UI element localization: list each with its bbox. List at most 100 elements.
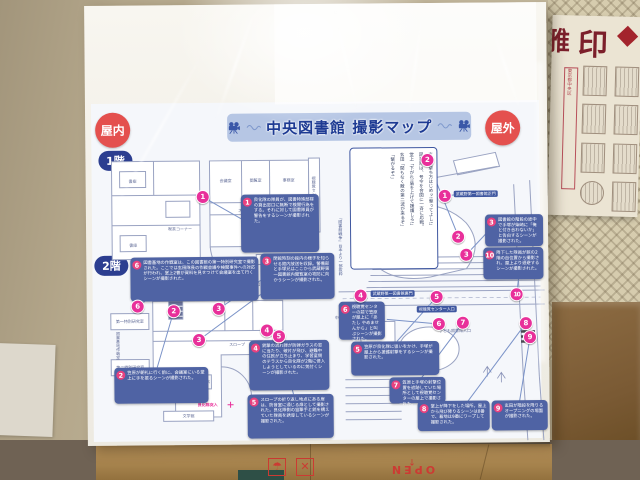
map-marker-out-6: 6 [431, 316, 446, 332]
plastic-sheet-highlight [274, 2, 537, 105]
map-marker-out-9: 9 [522, 330, 538, 345]
indoor-badge: 屋内 [95, 112, 131, 148]
map-marker-out-4: 4 [353, 288, 368, 303]
annotation-number: 10 [485, 250, 495, 260]
map-marker-2f-6: 6 [130, 299, 145, 314]
title-bar: 中央図書館 撮影マップ [227, 111, 472, 142]
outdoor-annotation-8: 8 堂上が降下をした場所。屋上から飛び降りるシーンは8番で、着地は9番にワープし… [417, 400, 490, 432]
annotation-number: 6 [340, 304, 350, 314]
map-marker-2f-5: 5 [271, 329, 287, 344]
stamp-cell [582, 65, 608, 97]
map-marker-1f-1: 1 [195, 189, 210, 205]
annotation-text: 笠原が朝礼に行く前に、会議室にいる堂上に手を振るシーンが撮影された。 [127, 369, 205, 382]
photomap-poster: 屋内 屋外 中央図書館 撮影マップ 1階 2階 [84, 0, 550, 447]
plan-room-label: 文学館 [182, 413, 195, 419]
floor2-annotation-3: 3 閉館時刻の館内の様子を知らせる館内放送を収録。警備部と手塚兄はここから武蔵野… [260, 252, 335, 300]
annotation-text: 視聴覚センターの前で笠原が屋上に「あたし やめませんから」と叫ぶシーンが撮影され… [351, 304, 382, 342]
cardboard-box-center [96, 444, 552, 480]
stamp-cell-oval [579, 180, 605, 206]
flourish-left [246, 124, 261, 131]
teal-object [238, 470, 284, 480]
script-line: 「繋がるぞ!」 [389, 152, 395, 182]
seal-diamond [616, 25, 639, 47]
map-marker-2f-2: 2 [166, 304, 181, 319]
floor2-annotation-5: 5 スロープの折り返し地点にある扉は、防音室に通じる扉として撮影された。良化隊側… [247, 393, 334, 439]
annotation-text: 図書基地の作戦室は、この図書館の第一特別研究室で撮影された。ここでは玄田隊長の作… [143, 259, 256, 282]
script-line: 堂上「下がれ!盾を上げて援護しろ!」 [408, 152, 415, 228]
floor2-annotation-4: 4 銃撃の流れ弾が防弾ガラスの窓に当たり、破片が飛び、避難中の住民が立ち止まり、… [249, 339, 330, 391]
floor2-annotation-6: 6 図書基地の作戦室は、この図書館の第一特別研究室で撮影された。ここでは玄田隊長… [130, 256, 259, 302]
stamp-cell [611, 181, 637, 212]
annotation-text: 玄田が階段を降りるオープニングの場面が撮影された。 [504, 403, 544, 420]
script-line: 玄田「間もなく敵の第二波が来るぞ」 [398, 152, 405, 229]
paper-scrap [0, 343, 56, 437]
gate-rear-label: 武蔵野第一図書館裏門 [370, 290, 415, 298]
camera-icon-left [228, 122, 240, 134]
plan-room-label: 書庫 [129, 243, 138, 248]
annotation-number: 5 [249, 397, 259, 407]
poster-title: 中央図書館 撮影マップ [265, 117, 433, 137]
floor2-annotation-2: 2 笠原が朝礼に行く前に、会議室にいる堂上に手を振るシーンが撮影された。 [114, 366, 209, 404]
outdoor-annotation-5: 5 笠原が良化隊に狙いをかけ、手塚が屋上から援護射撃をするシーンが撮影された。 [351, 340, 440, 376]
stamp-cell [613, 104, 639, 136]
flourish-right [437, 123, 453, 129]
annotation-number: 5 [353, 344, 363, 354]
seal-address-text: 東京都中央区 [566, 68, 572, 96]
outdoor-annotation-6: 6 視聴覚センターの前で笠原が屋上に「あたし やめませんから」と叫ぶシーンが撮影… [338, 301, 386, 342]
outdoor-annotation-7: 7 笠原と手塚の射撃位置を追跡していた場所として視聴覚センターの屋上で撮影された… [389, 376, 446, 407]
umbrella-icon: ☂ [268, 458, 286, 476]
script-lines: 玄田「撃ち方はじめッ!撃ってよし!」 図書隊は、号令を合図に一斉に応戦。 堂上「… [353, 152, 434, 265]
script-caption: 『図書館戦争』台本より一部抜粋 [337, 215, 343, 276]
map-marker-out-5: 5 [429, 289, 444, 305]
annotation-number: 6 [132, 260, 142, 270]
annotation-number: 4 [251, 343, 261, 353]
annotation-text: 良化隊の隊員が、図書特殊部隊の貸出窓口に無断で検閲行為をする。それに対して図書隊… [253, 197, 315, 225]
open-arrow-icon: ↑ [408, 456, 416, 466]
outdoor-annotation-9: 9 玄田が階段を降りるオープニングの場面が撮影された。 [491, 399, 548, 431]
annotation-number: 2 [116, 370, 126, 380]
annotation-text: 堂上が降下をした場所。屋上から飛び降りるシーンは8番で、着地は9番にワープして撮… [430, 403, 487, 426]
plan-room-label: 書庫 [128, 179, 137, 184]
script-line: 図書隊は、号令を合図に一斉に応戦。 [417, 152, 424, 229]
script-line: 玄田「撃ち方はじめッ!撃ってよし!」 [427, 151, 434, 228]
plan-room-label: 閲覧室 [249, 178, 262, 183]
annotation-number: 8 [419, 404, 429, 414]
map-marker-out-10: 10 [509, 287, 524, 302]
annotation-number: 3 [486, 217, 497, 227]
outdoor-badge: 屋外 [485, 110, 521, 146]
map-marker-out-8: 8 [518, 316, 533, 331]
script-marker-2: 2 [420, 152, 435, 168]
fragile-icon: ✕ [296, 458, 314, 476]
outdoor-annotation-3: 3 図書館の階段の途中で手塚が柴崎に「俺と付き合わないか」と告白するシーンが撮影… [484, 214, 544, 247]
map-marker-out-1: 1 [437, 188, 452, 203]
map-marker-2f-3b: 3 [191, 332, 207, 348]
seal-heading: 印 [577, 27, 609, 64]
annotation-text: 閉館時刻の館内の様子を知らせる館内放送を収録。警備部と手塚兄はここから武蔵野第一… [273, 255, 330, 283]
annotation-number: 1 [242, 197, 252, 207]
map-marker-out-7: 7 [455, 315, 470, 330]
seal-heading-row: 雅 印 [547, 19, 640, 63]
annotation-number: 7 [391, 380, 401, 390]
plan-room-label: 事務室 [282, 177, 295, 183]
gate-front-label: 武蔵野第一図書館正門 [453, 190, 498, 198]
map-marker-out-3: 3 [459, 247, 474, 262]
seal-address-strip: 東京都中央区 [561, 67, 579, 190]
annotation-text: スロープの折り返し地点にある扉は、防音室に通じる扉として撮影された。良化隊側の狙… [260, 396, 330, 424]
plan-room-label: 図書基地作戦室 [115, 331, 121, 360]
plan-room-label: 会議室 [219, 178, 232, 184]
open-label-group: OPEN ↑ [352, 446, 472, 476]
seal-wall-poster: 雅 印 東京都中央区 [547, 14, 640, 218]
box-fold-line [310, 444, 311, 480]
plan-room-label: スロープ [229, 342, 245, 348]
floor1-annotation: 1 良化隊の隊員が、図書特殊部隊の貸出窓口に無断で検閲行為をする。それに対して図… [240, 193, 320, 253]
entrance-av-label: 視聴覚センター入口 [416, 305, 457, 313]
plan-room-label: 喫茶コーナー [168, 226, 193, 232]
outdoor-annotation-10: 10 降下した隊員が館の2階の自位置から撮影され、屋上より退避するシーンが撮影さ… [483, 247, 544, 280]
map-marker-out-2: 2 [451, 229, 466, 244]
stamp-cell [614, 66, 640, 98]
stamp-cell [612, 142, 638, 174]
camera-icon-right [459, 120, 471, 132]
box-fold-line [479, 444, 490, 480]
plan-room-label: 第一特別研究室 [115, 319, 144, 325]
